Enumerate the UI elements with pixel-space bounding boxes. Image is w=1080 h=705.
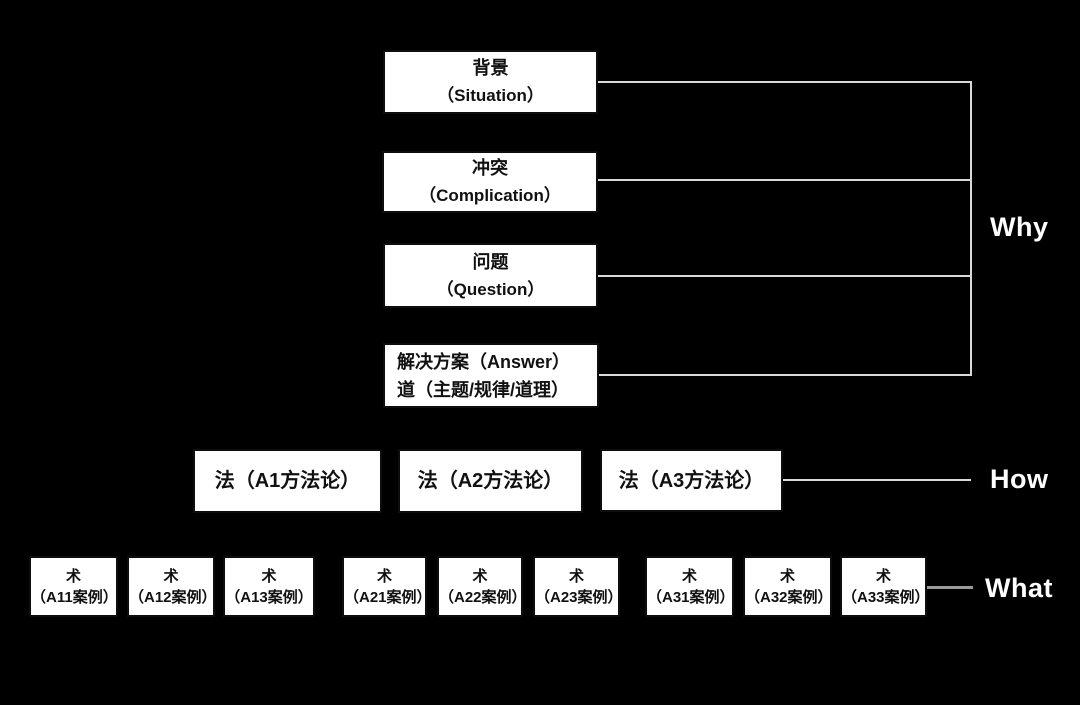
case-a23-title: 术 bbox=[568, 567, 584, 585]
connector-how-line bbox=[783, 479, 971, 481]
answer-title: 解决方案（Answer） bbox=[397, 351, 571, 372]
question-title: 问题 bbox=[472, 251, 509, 272]
case-box-a11: 术 （A11案例） bbox=[29, 556, 118, 617]
method-a1-label: 法（A1方法论） bbox=[214, 470, 361, 492]
case-box-a21: 术 （A21案例） bbox=[342, 556, 432, 617]
scqa-box-complication: 冲突 （Complication） bbox=[382, 151, 598, 213]
connector-answer-line bbox=[599, 374, 972, 376]
case-a12-subtitle: （A12案例） bbox=[129, 588, 217, 606]
situation-subtitle: （Situation） bbox=[437, 86, 544, 105]
case-a13-subtitle: （A13案例） bbox=[225, 588, 313, 606]
situation-title: 背景 bbox=[472, 58, 509, 78]
case-a23-subtitle: （A23案例） bbox=[535, 588, 623, 606]
method-a2-label: 法（A2方法论） bbox=[417, 470, 564, 492]
complication-title: 冲突 bbox=[472, 158, 508, 178]
method-box-a3: 法（A3方法论） bbox=[600, 449, 783, 512]
case-a31-title: 术 bbox=[681, 567, 697, 585]
case-a33-subtitle: （A33案例） bbox=[842, 588, 930, 606]
case-box-a31: 术 （A31案例） bbox=[645, 556, 735, 617]
case-a33-title: 术 bbox=[875, 567, 891, 585]
answer-subtitle: 道（主题/规律/道理） bbox=[397, 379, 570, 400]
case-a31-subtitle: （A31案例） bbox=[647, 588, 735, 606]
case-box-a13: 术 （A13案例） bbox=[223, 556, 315, 617]
case-a11-title: 术 bbox=[65, 567, 81, 585]
case-a22-subtitle: （A22案例） bbox=[439, 588, 527, 606]
case-box-a22: 术 （A22案例） bbox=[437, 556, 527, 617]
question-subtitle: （Question） bbox=[436, 279, 545, 299]
connector-complication-line bbox=[598, 179, 972, 181]
scqa-box-situation: 背景 （Situation） bbox=[383, 50, 598, 114]
case-box-a32: 术 （A32案例） bbox=[743, 556, 833, 617]
case-box-a33: 术 （A33案例） bbox=[840, 556, 930, 617]
what-label: What bbox=[985, 573, 1053, 603]
method-box-a1: 法（A1方法论） bbox=[193, 449, 382, 513]
scqa-box-question: 问题 （Question） bbox=[383, 243, 598, 308]
complication-subtitle: （Complication） bbox=[419, 186, 561, 205]
how-label: How bbox=[990, 464, 1049, 494]
case-a22-title: 术 bbox=[472, 567, 488, 585]
case-a21-title: 术 bbox=[376, 567, 392, 585]
case-a32-subtitle: （A32案例） bbox=[745, 588, 833, 606]
why-label: Why bbox=[990, 212, 1049, 242]
case-a11-subtitle: （A11案例） bbox=[31, 588, 118, 606]
method-a3-label: 法（A3方法论） bbox=[618, 469, 765, 492]
connector-what-line bbox=[927, 586, 973, 589]
connector-why-vertical-line bbox=[970, 81, 972, 376]
case-a13-title: 术 bbox=[261, 567, 277, 585]
case-box-a23: 术 （A23案例） bbox=[533, 556, 623, 617]
scqa-box-answer: 解决方案（Answer） 道（主题/规律/道理） bbox=[383, 343, 599, 408]
method-box-a2: 法（A2方法论） bbox=[398, 449, 583, 513]
case-a12-title: 术 bbox=[163, 567, 179, 585]
case-a32-title: 术 bbox=[779, 567, 795, 585]
case-a21-subtitle: （A21案例） bbox=[344, 588, 432, 606]
case-box-a12: 术 （A12案例） bbox=[127, 556, 217, 617]
connector-situation-line bbox=[598, 81, 972, 83]
connector-question-line bbox=[598, 275, 972, 277]
